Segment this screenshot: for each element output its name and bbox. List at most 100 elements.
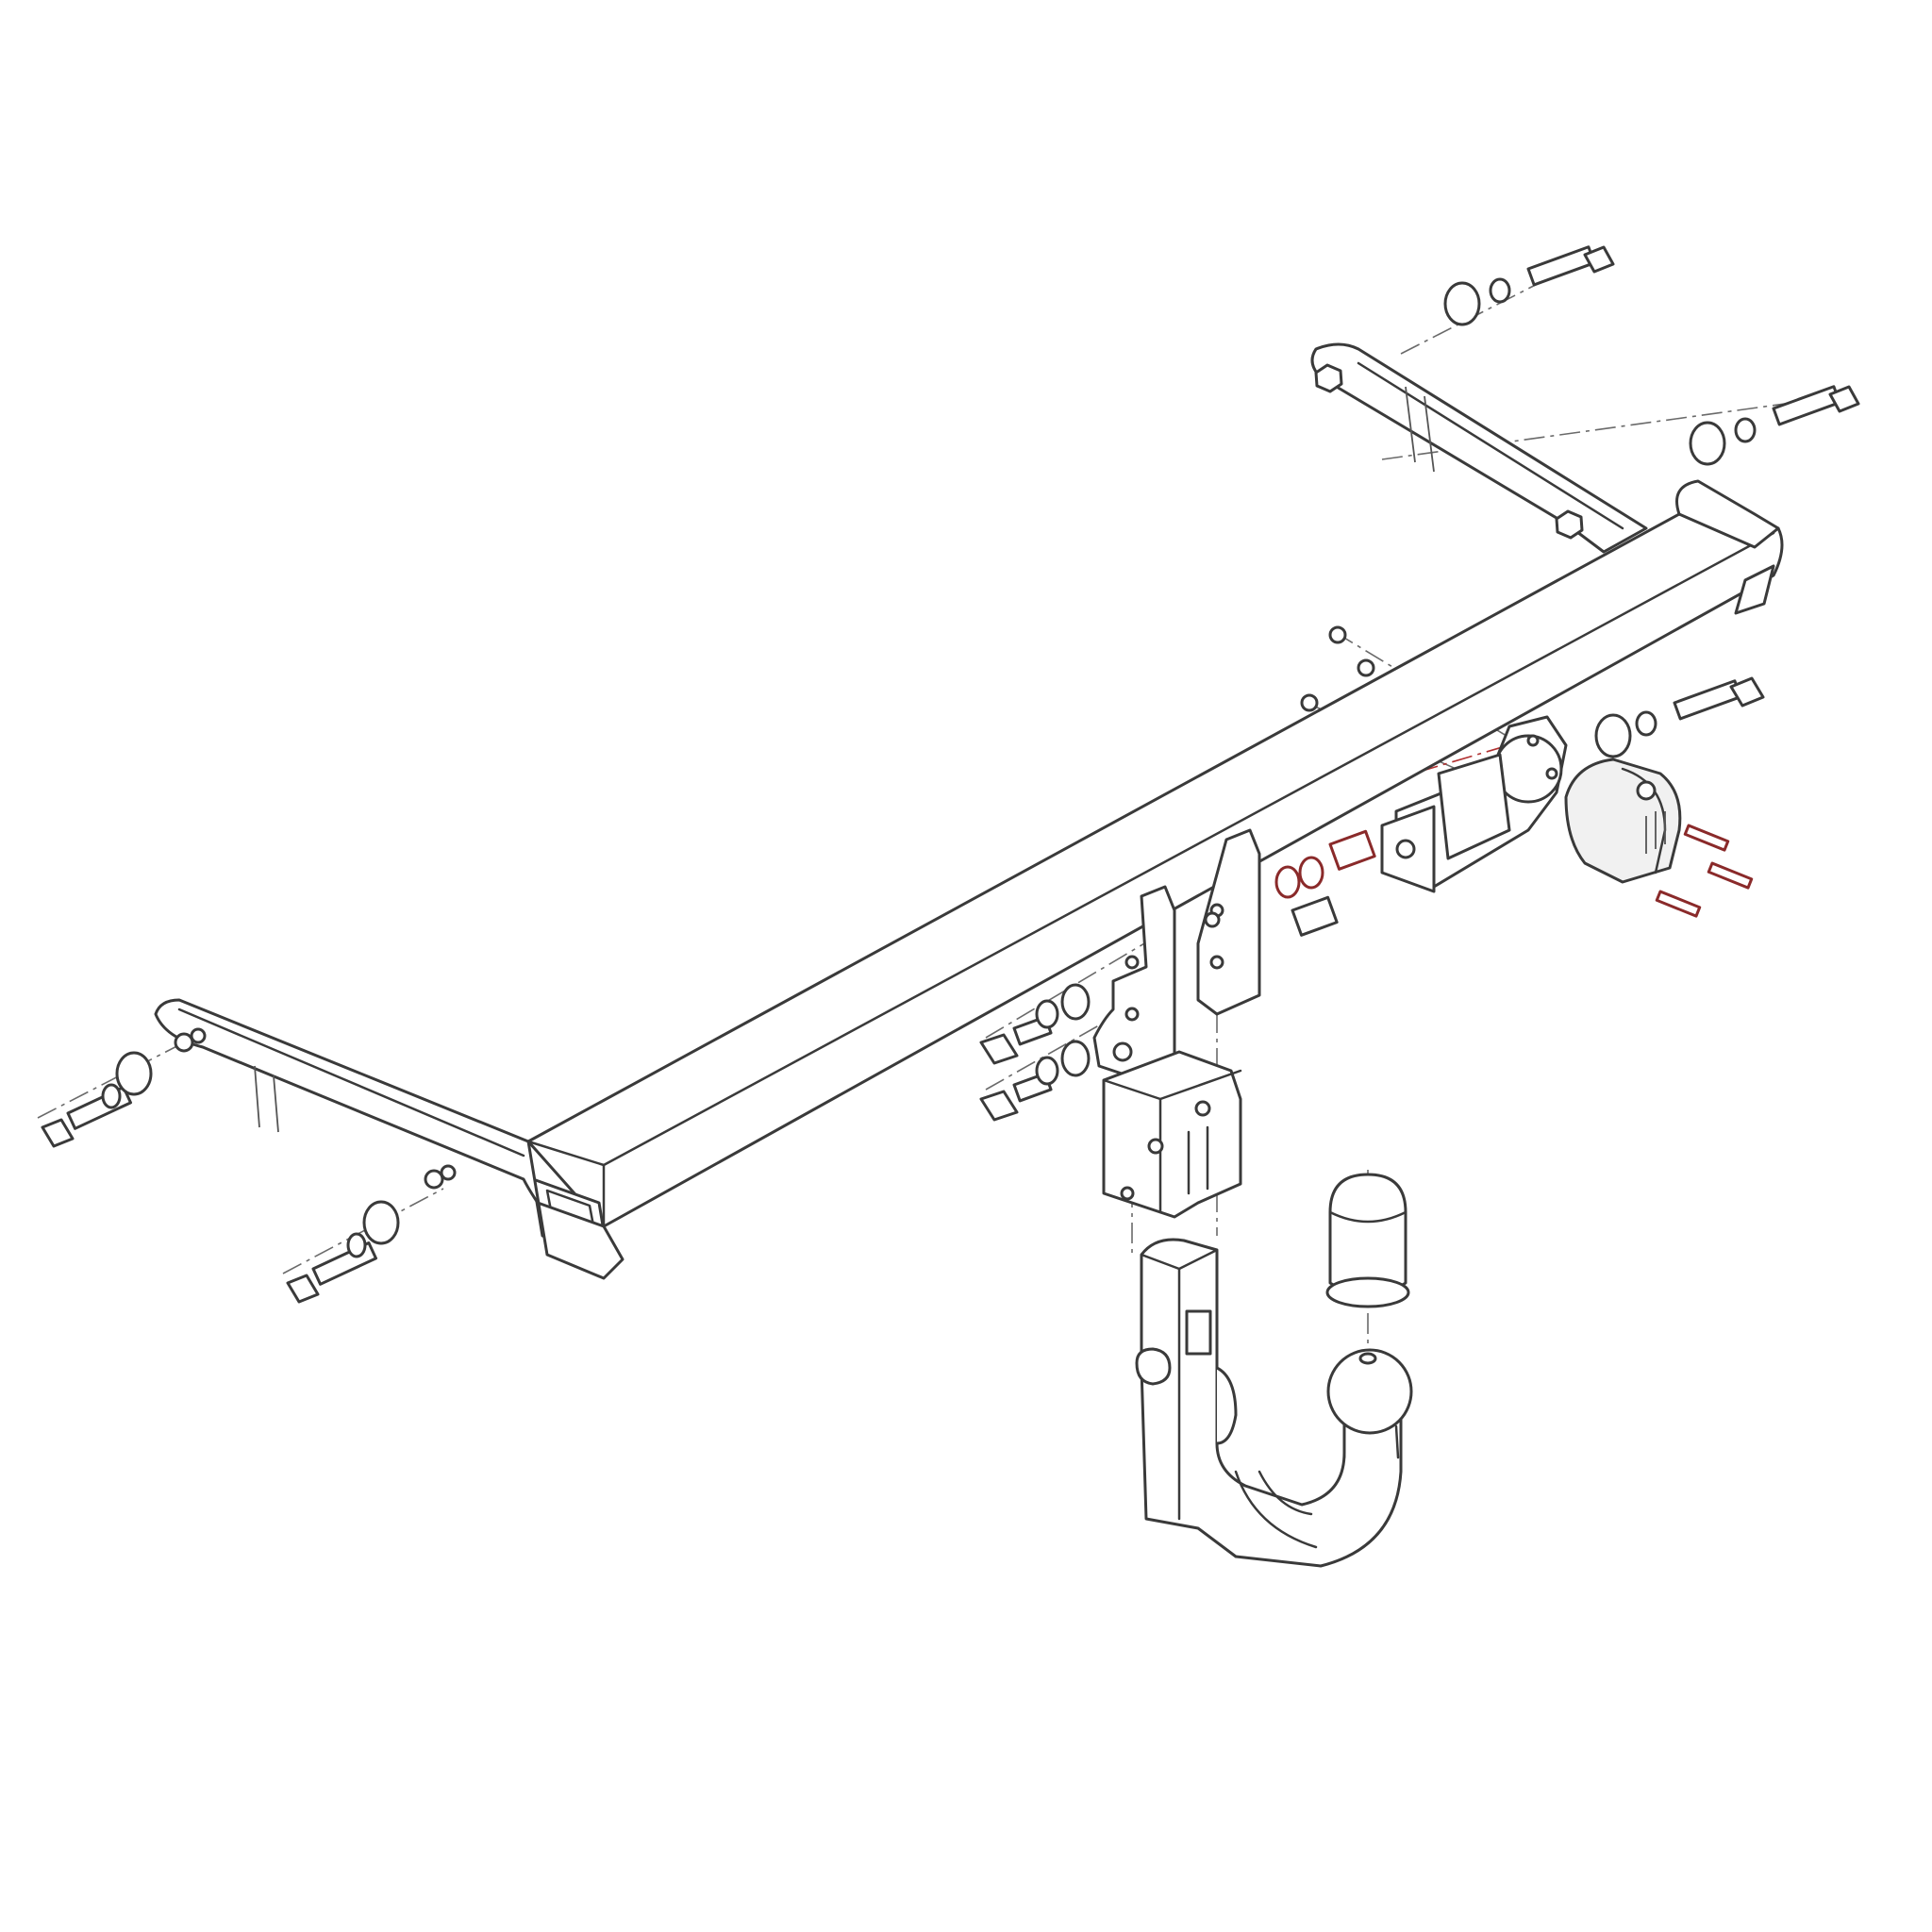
washer-spring xyxy=(1035,1056,1059,1086)
bolt-shank xyxy=(1526,245,1596,287)
bolt-head xyxy=(1828,385,1860,413)
neck-release-knob xyxy=(1215,1366,1238,1445)
spacer-bush-lower xyxy=(1291,895,1339,937)
axis-left-lower xyxy=(282,1188,444,1274)
cap-seal-ring xyxy=(1325,1276,1410,1308)
ball-collar xyxy=(1342,1424,1400,1459)
washer-large xyxy=(115,1051,153,1096)
bolt-set-mid-lower xyxy=(979,1040,1091,1122)
neck-bend-line-2 xyxy=(1257,1470,1313,1516)
receiver-hole-2 xyxy=(1147,1138,1164,1155)
washer-spring xyxy=(346,1232,367,1258)
bolt-shank xyxy=(66,1086,133,1130)
socket-screw-2 xyxy=(1707,861,1754,890)
socket-cap-hinge xyxy=(1636,780,1657,801)
washer-large xyxy=(1060,983,1091,1021)
socket-screws xyxy=(1655,824,1754,918)
plate-nut-1 xyxy=(1328,625,1347,644)
left-arm-hole-lower xyxy=(424,1169,444,1190)
washer-large xyxy=(1594,713,1632,758)
bracket-left-hole-2 xyxy=(1124,1007,1140,1022)
washer-spring xyxy=(1035,999,1059,1029)
right-arm-crease xyxy=(1405,386,1416,463)
left-arm-crease xyxy=(254,1065,260,1128)
bolt-set-left-lower xyxy=(286,1200,400,1304)
right-arm-fold xyxy=(1357,361,1624,530)
bracket-left-hole-1 xyxy=(1124,955,1140,970)
plate-nut-3 xyxy=(1300,693,1319,712)
electric-socket xyxy=(1564,758,1682,884)
washer-spring xyxy=(101,1083,122,1109)
bolt-head xyxy=(979,1090,1019,1122)
bolt-set-right-middle xyxy=(1594,676,1765,758)
socket-pins xyxy=(1645,811,1666,854)
ball-sphere xyxy=(1326,1348,1413,1435)
bolt-head xyxy=(286,1274,320,1304)
right-arm-nut-upper xyxy=(1314,363,1343,393)
cap-body xyxy=(1328,1173,1407,1296)
bolt-set-mid-upper xyxy=(979,983,1091,1065)
receiver-hole-3 xyxy=(1120,1186,1135,1201)
washer-large xyxy=(1689,421,1726,466)
tow-ball xyxy=(1326,1348,1413,1459)
left-arm-crease-2 xyxy=(273,1074,279,1133)
socket-plate-hole-1 xyxy=(1526,734,1540,747)
bolt-shank xyxy=(1772,385,1841,426)
receiver-ribs xyxy=(1187,1125,1209,1195)
socket-plate-bracket-hole xyxy=(1395,839,1416,859)
washer-large xyxy=(1060,1040,1091,1077)
axis-mid-lower xyxy=(985,990,1161,1091)
bolt-shank xyxy=(311,1241,378,1286)
bracket-right-hole-2 xyxy=(1209,955,1224,970)
left-arm-nut-upper xyxy=(190,1027,207,1044)
bolt-head xyxy=(1729,676,1765,708)
spacer-ring-1 xyxy=(1274,865,1301,899)
washer-spring xyxy=(1635,710,1657,737)
left-side-arm xyxy=(154,998,625,1280)
left-arm-fold xyxy=(177,1008,525,1158)
beam-right-endcap xyxy=(1675,479,1780,549)
center-mounting-brackets xyxy=(1092,828,1261,1077)
right-arm-nut-lower xyxy=(1555,509,1584,540)
socket-plate-hole-2 xyxy=(1545,767,1558,780)
neck-lock-pin xyxy=(1135,1347,1172,1386)
socket-screw-3 xyxy=(1655,890,1702,918)
socket-body xyxy=(1564,758,1682,884)
washer-large xyxy=(1443,281,1481,326)
bracket-left-hole-3 xyxy=(1112,1041,1133,1062)
bolt-set-top-right-upper xyxy=(1443,245,1615,326)
right-side-arm xyxy=(1310,342,1648,554)
right-arm-plate xyxy=(1310,342,1648,554)
tow-ball-neck xyxy=(1135,1238,1403,1568)
assembly-axes xyxy=(37,249,1840,1453)
plate-nut-2 xyxy=(1357,658,1375,677)
electric-socket-plate xyxy=(1380,715,1568,893)
washer-spring xyxy=(1489,277,1511,304)
axis-left-upper xyxy=(37,1037,194,1119)
neck-slot xyxy=(1185,1309,1212,1356)
bolt-head xyxy=(41,1118,75,1148)
neck-bend-line xyxy=(1234,1470,1318,1549)
ball-top-flat xyxy=(1358,1352,1377,1365)
plate-nuts xyxy=(1300,625,1375,712)
tow-ball-cap xyxy=(1325,1173,1410,1308)
bolt-set-left-upper xyxy=(41,1051,153,1148)
left-arm-nut-lower xyxy=(440,1164,457,1181)
spacer-ring-2 xyxy=(1298,856,1324,890)
left-arm-hole-upper xyxy=(174,1032,194,1053)
cap-rim-line xyxy=(1328,1210,1407,1224)
washer-large xyxy=(362,1200,400,1245)
bolt-head xyxy=(979,1033,1019,1065)
bolt-set-top-right-lower xyxy=(1689,385,1860,466)
beam-right-tab xyxy=(1734,564,1775,615)
center-spacers xyxy=(1204,829,1376,937)
receiver-hole-1 xyxy=(1194,1100,1211,1117)
spacer-washer-small xyxy=(1204,911,1221,928)
socket-screw-1 xyxy=(1683,824,1730,852)
right-arm-crease-2 xyxy=(1424,395,1435,473)
washer-spring xyxy=(1734,417,1757,443)
socket-plate-window xyxy=(1437,753,1511,860)
receiver-housing xyxy=(1102,1050,1242,1219)
